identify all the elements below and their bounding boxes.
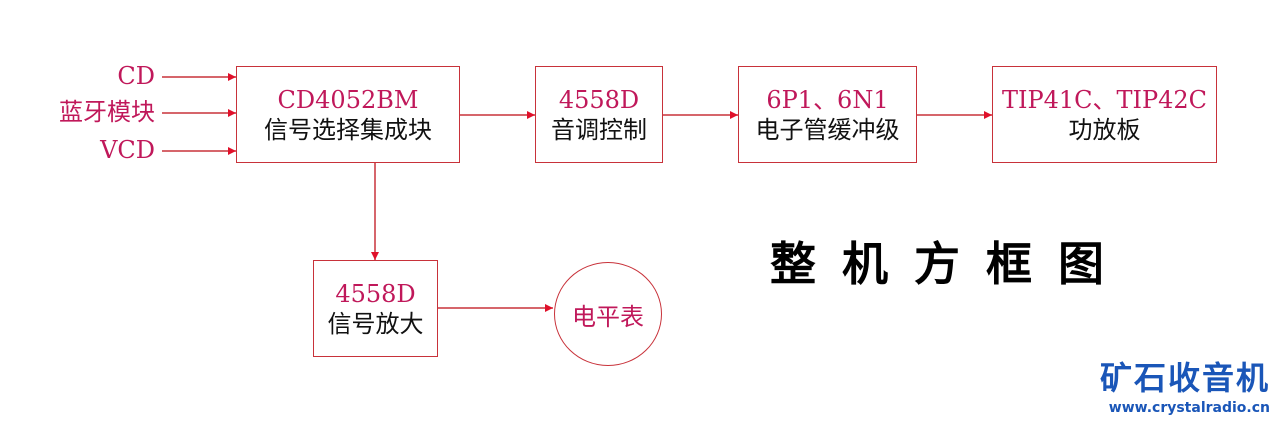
box-signal-amp-line2: 信号放大 [327,309,424,338]
box-buffer: 6P1、6N1 电子管缓冲级 [738,66,917,163]
box-buffer-line1: 6P1、6N1 [766,85,889,114]
box-signal-amp-line1: 4558D [335,279,416,308]
box-buffer-line2: 电子管缓冲级 [755,115,900,144]
box-signal-amp: 4558D 信号放大 [313,260,438,357]
logo-url: www.crystalradio.cn [1108,400,1270,416]
box-tone: 4558D 音调控制 [535,66,663,163]
box-tone-line1: 4558D [558,85,640,114]
box-selector-line1: CD4052BM [277,85,419,114]
box-selector: CD4052BM 信号选择集成块 [236,66,460,163]
input-bluetooth: 蓝牙模块 [59,98,155,126]
box-amp: TIP41C、TIP42C 功放板 [992,66,1217,163]
input-cd: CD [117,62,155,90]
logo-name: 矿石收音机 [1099,359,1270,397]
input-vcd: VCD [100,136,155,164]
box-amp-line2: 功放板 [1068,115,1141,144]
site-logo: 矿石收音机 www.crystalradio.cn [1100,362,1270,416]
box-tone-line2: 音调控制 [551,115,647,144]
box-amp-line1: TIP41C、TIP42C [1001,85,1208,114]
diagram-title: 整机方框图 [770,237,1130,291]
box-selector-line2: 信号选择集成块 [264,115,432,144]
level-meter-circle: 电平表 [554,262,662,366]
